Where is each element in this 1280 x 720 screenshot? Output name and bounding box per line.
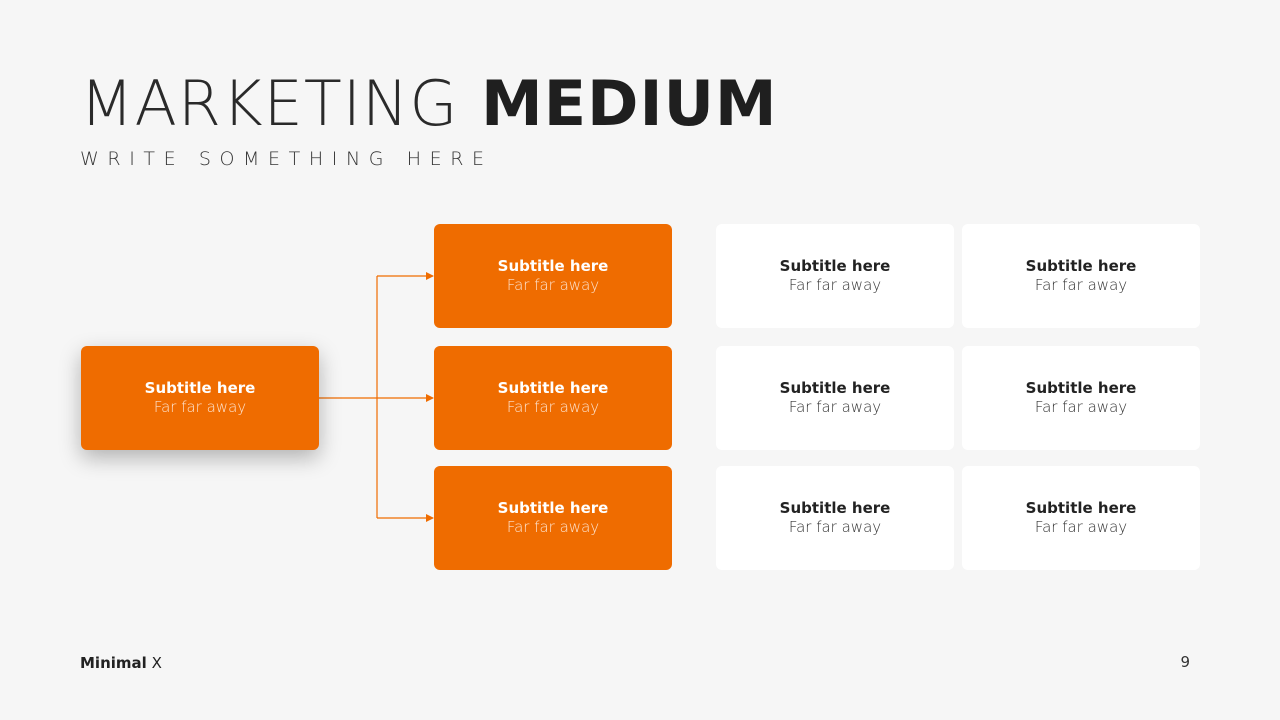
footer-brand-bold: Minimal: [80, 654, 147, 672]
branch-card-1: Subtitle here Far far away: [434, 224, 672, 328]
detail-card-1-2: Subtitle here Far far away: [962, 224, 1200, 328]
footer-brand: Minimal X: [80, 654, 162, 672]
root-card-subtitle: Far far away: [153, 398, 247, 416]
detail-card-title: Subtitle here: [1025, 499, 1137, 517]
slide-title-light: MARKETING: [80, 67, 459, 140]
branch-card-title: Subtitle here: [497, 257, 609, 275]
detail-card-subtitle: Far far away: [1034, 518, 1128, 536]
branch-card-title: Subtitle here: [497, 499, 609, 517]
detail-card-subtitle: Far far away: [1034, 398, 1128, 416]
detail-card-subtitle: Far far away: [788, 518, 882, 536]
detail-card-1-1: Subtitle here Far far away: [716, 224, 954, 328]
slide-title-bold: MEDIUM: [481, 67, 778, 140]
page-number: 9: [1180, 653, 1190, 671]
detail-card-3-1: Subtitle here Far far away: [716, 466, 954, 570]
slide-title: MARKETING MEDIUM: [80, 66, 778, 142]
branch-card-subtitle: Far far away: [506, 518, 600, 536]
branch-card-3: Subtitle here Far far away: [434, 466, 672, 570]
branch-card-subtitle: Far far away: [506, 398, 600, 416]
footer-brand-light: X: [151, 654, 162, 672]
detail-card-2-2: Subtitle here Far far away: [962, 346, 1200, 450]
slide-subtitle: WRITE SOMETHING HERE: [80, 148, 493, 170]
detail-card-title: Subtitle here: [779, 499, 891, 517]
detail-card-title: Subtitle here: [1025, 379, 1137, 397]
root-card: Subtitle here Far far away: [81, 346, 319, 450]
detail-card-title: Subtitle here: [779, 257, 891, 275]
detail-card-2-1: Subtitle here Far far away: [716, 346, 954, 450]
branch-card-2: Subtitle here Far far away: [434, 346, 672, 450]
detail-card-title: Subtitle here: [779, 379, 891, 397]
branch-card-subtitle: Far far away: [506, 276, 600, 294]
detail-card-title: Subtitle here: [1025, 257, 1137, 275]
root-card-title: Subtitle here: [144, 379, 256, 397]
detail-card-3-2: Subtitle here Far far away: [962, 466, 1200, 570]
branch-card-title: Subtitle here: [497, 379, 609, 397]
detail-card-subtitle: Far far away: [1034, 276, 1128, 294]
detail-card-subtitle: Far far away: [788, 398, 882, 416]
detail-card-subtitle: Far far away: [788, 276, 882, 294]
